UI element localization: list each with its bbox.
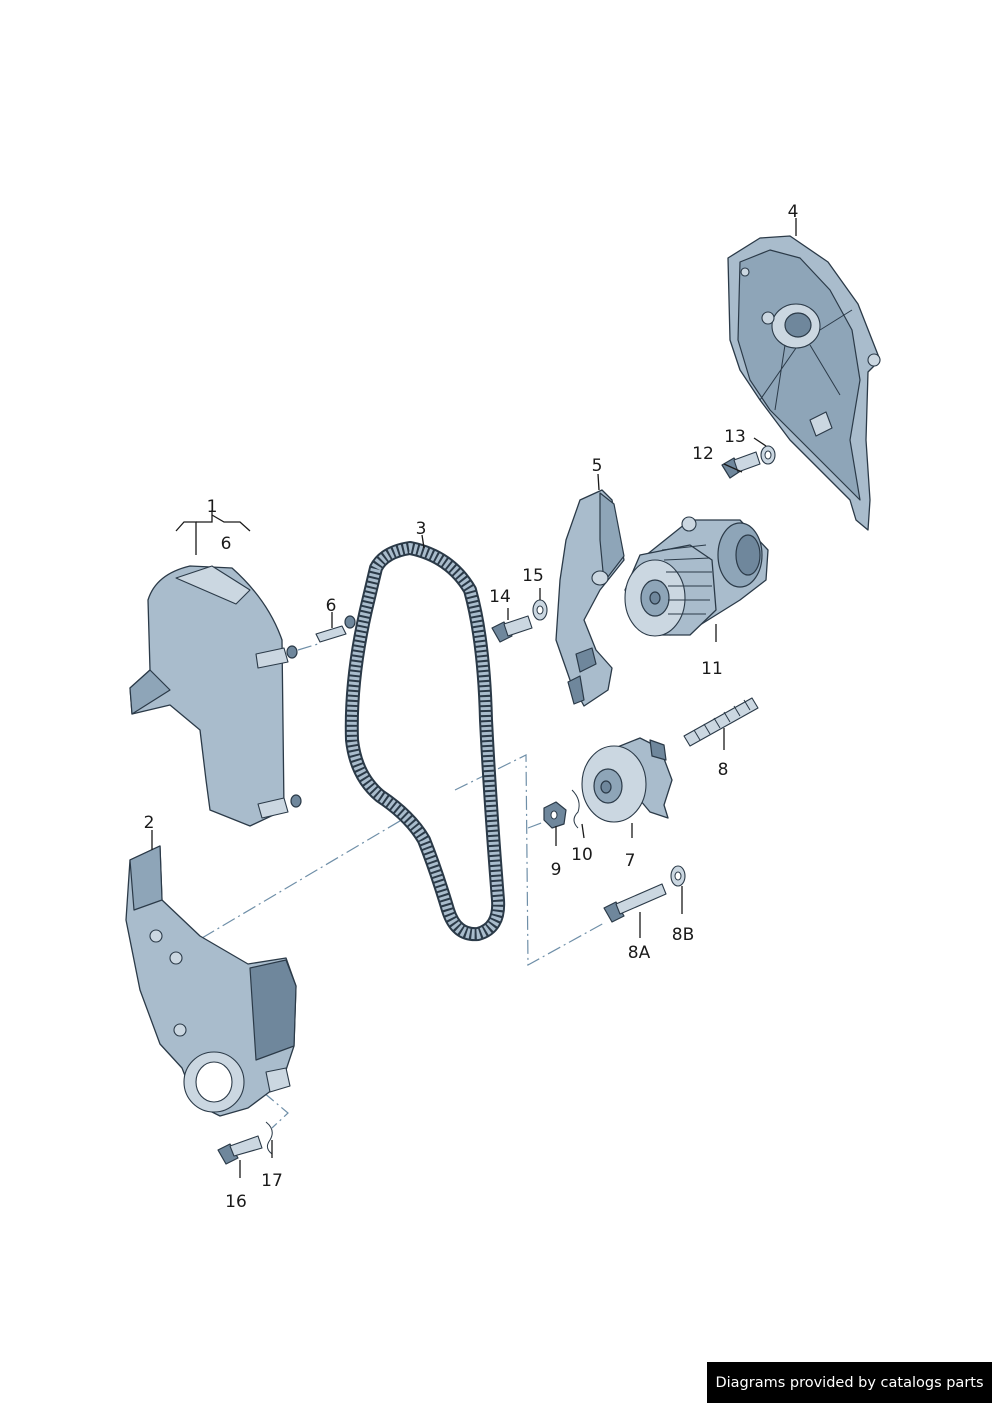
callout-1: 1: [207, 497, 218, 517]
callout-17: 17: [261, 1171, 283, 1191]
washer-15: [532, 599, 548, 621]
callout-9: 9: [551, 860, 562, 880]
callout-3: 3: [416, 519, 427, 539]
bolt-16: [217, 1135, 263, 1165]
nut-9: [543, 801, 567, 829]
callout-5: 5: [592, 456, 603, 476]
upper-timing-belt-cover: [129, 565, 302, 827]
callout-7: 7: [625, 851, 636, 871]
callout-2: 2: [144, 813, 155, 833]
callout-6-clip: 6: [326, 596, 337, 616]
timing-belt: [344, 541, 506, 942]
callout-8: 8: [718, 760, 729, 780]
tensioner-pulley: [581, 737, 673, 823]
bolt-8a: [603, 883, 667, 923]
callout-16: 16: [225, 1192, 247, 1212]
callout-8b: 8B: [672, 925, 694, 945]
callout-10: 10: [571, 845, 593, 865]
rear-timing-belt-cover: [727, 235, 881, 531]
callout-15: 15: [522, 566, 544, 586]
credit-banner: Diagrams provided by catalogs parts: [707, 1362, 992, 1403]
water-pump: [624, 516, 769, 637]
lower-timing-belt-cover: [125, 845, 297, 1117]
callout-14: 14: [489, 587, 511, 607]
retainer-clip-10: [571, 789, 580, 829]
callout-11: 11: [701, 659, 723, 679]
clip-6: [315, 615, 356, 643]
bracket: [555, 489, 625, 707]
callout-4: 4: [788, 202, 799, 222]
leader-lines: [151, 218, 797, 1178]
callout-6-upper: 6: [221, 534, 232, 554]
callout-8a: 8A: [628, 943, 651, 963]
callout-labels: 1 6 6 2 3 4 5 7 8 8A 8B 9 10 11 12 13 14…: [144, 202, 799, 1212]
washer-13: [760, 445, 776, 465]
callout-12: 12: [692, 444, 714, 464]
callout-13: 13: [724, 427, 746, 447]
bolt-14: [491, 615, 533, 643]
washer-8b: [670, 865, 686, 887]
stud: [683, 697, 759, 747]
clip-17: [265, 1121, 273, 1155]
